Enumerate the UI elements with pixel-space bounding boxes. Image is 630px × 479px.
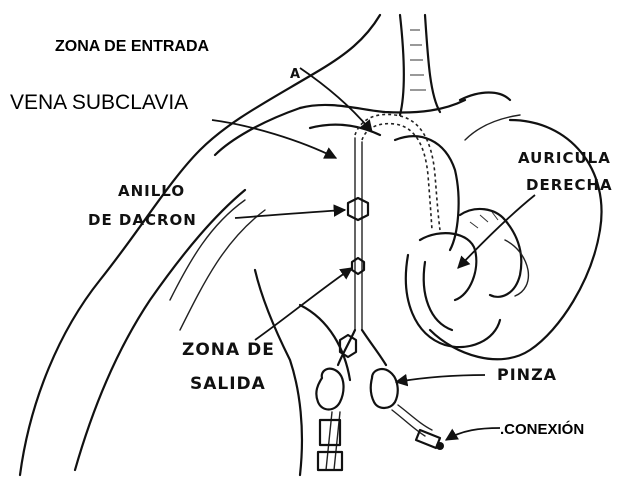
label-auricula-1: AURICULA: [518, 149, 611, 167]
label-conexion: .CONEXIÓN: [500, 420, 584, 438]
extension-lines: [316, 330, 444, 470]
label-anillo-1: ANILLO: [118, 182, 185, 200]
clamp-left: [316, 369, 343, 410]
label-zona-entrada: ZONA DE ENTRADA: [55, 38, 210, 55]
labels: ZONA DE ENTRADA VENA SUBCLAVIA A AURICUL…: [10, 38, 613, 438]
label-pinza: PINZA: [497, 365, 557, 384]
label-zona-salida-2: SALIDA: [190, 374, 266, 394]
label-anillo-2: DE DACRON: [88, 211, 197, 229]
label-vena-subclavia: VENA SUBCLAVIA: [10, 91, 188, 114]
arrow-a: [300, 68, 372, 132]
connector-tip: [436, 442, 444, 450]
label-marker-a: A: [290, 67, 301, 82]
label-auricula-2: DERECHA: [526, 176, 613, 194]
arrow-zona-salida: [255, 268, 352, 340]
vessels: [300, 15, 520, 250]
body-outline: [20, 15, 380, 475]
clamp-right: [371, 369, 398, 408]
label-zona-salida-1: ZONA DE: [182, 340, 275, 360]
arrow-conexion: [446, 428, 500, 440]
arrow-anillo: [235, 210, 345, 218]
arrow-pinza: [396, 375, 485, 382]
